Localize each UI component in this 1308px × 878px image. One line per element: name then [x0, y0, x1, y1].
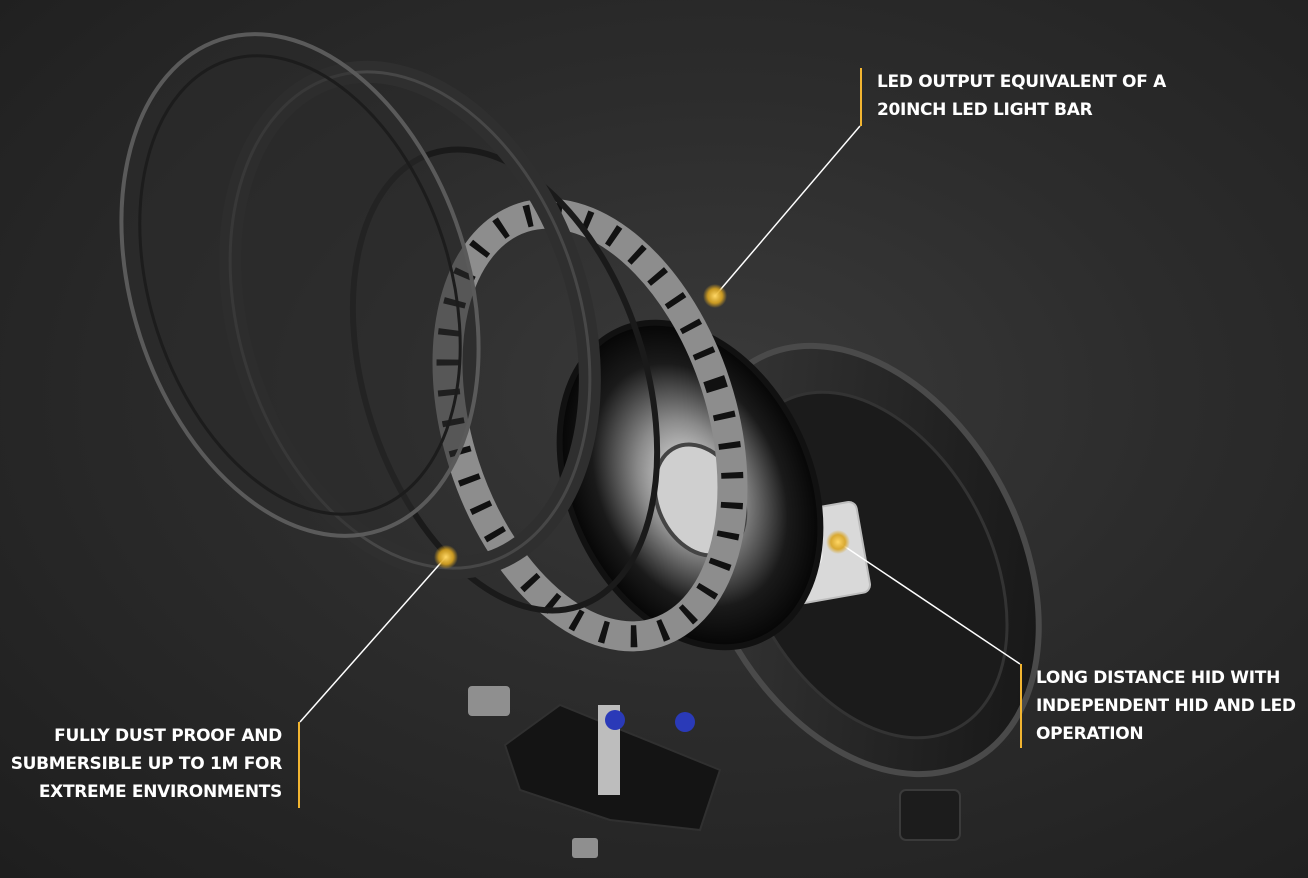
hotspot-dust-proof[interactable] [434, 545, 458, 569]
callout-accent-bar [298, 722, 300, 808]
callout-line: SUBMERSIBLE UP TO 1M FOR [10, 754, 283, 774]
callout-line: INDEPENDENT HID AND LED [1036, 696, 1296, 716]
hotspot-led-output[interactable] [703, 284, 727, 308]
hotspot-hid[interactable] [826, 530, 850, 554]
callout-hid: LONG DISTANCE HID WITH INDEPENDENT HID A… [1020, 664, 1306, 748]
callout-line: OPERATION [1036, 724, 1144, 744]
front-lens [119, 32, 481, 538]
feature-hotspots [434, 284, 850, 569]
callout-line: FULLY DUST PROOF AND [54, 726, 282, 746]
callout-line: 20INCH LED LIGHT BAR [877, 100, 1093, 120]
callout-leader-lines [299, 125, 1021, 723]
callout-accent-bar [860, 68, 862, 126]
callout-line: LED OUTPUT EQUIVALENT OF A [877, 72, 1166, 92]
mounting-bracket [468, 686, 722, 858]
callout-dust-proof: FULLY DUST PROOF AND SUBMERSIBLE UP TO 1… [2, 722, 300, 808]
callout-line: LONG DISTANCE HID WITH [1036, 668, 1281, 688]
led-ring [432, 198, 748, 652]
callout-led-output: LED OUTPUT EQUIVALENT OF A 20INCH LED LI… [860, 68, 1190, 126]
callout-accent-bar [1020, 664, 1022, 748]
callout-line: EXTREME ENVIRONMENTS [38, 782, 282, 802]
